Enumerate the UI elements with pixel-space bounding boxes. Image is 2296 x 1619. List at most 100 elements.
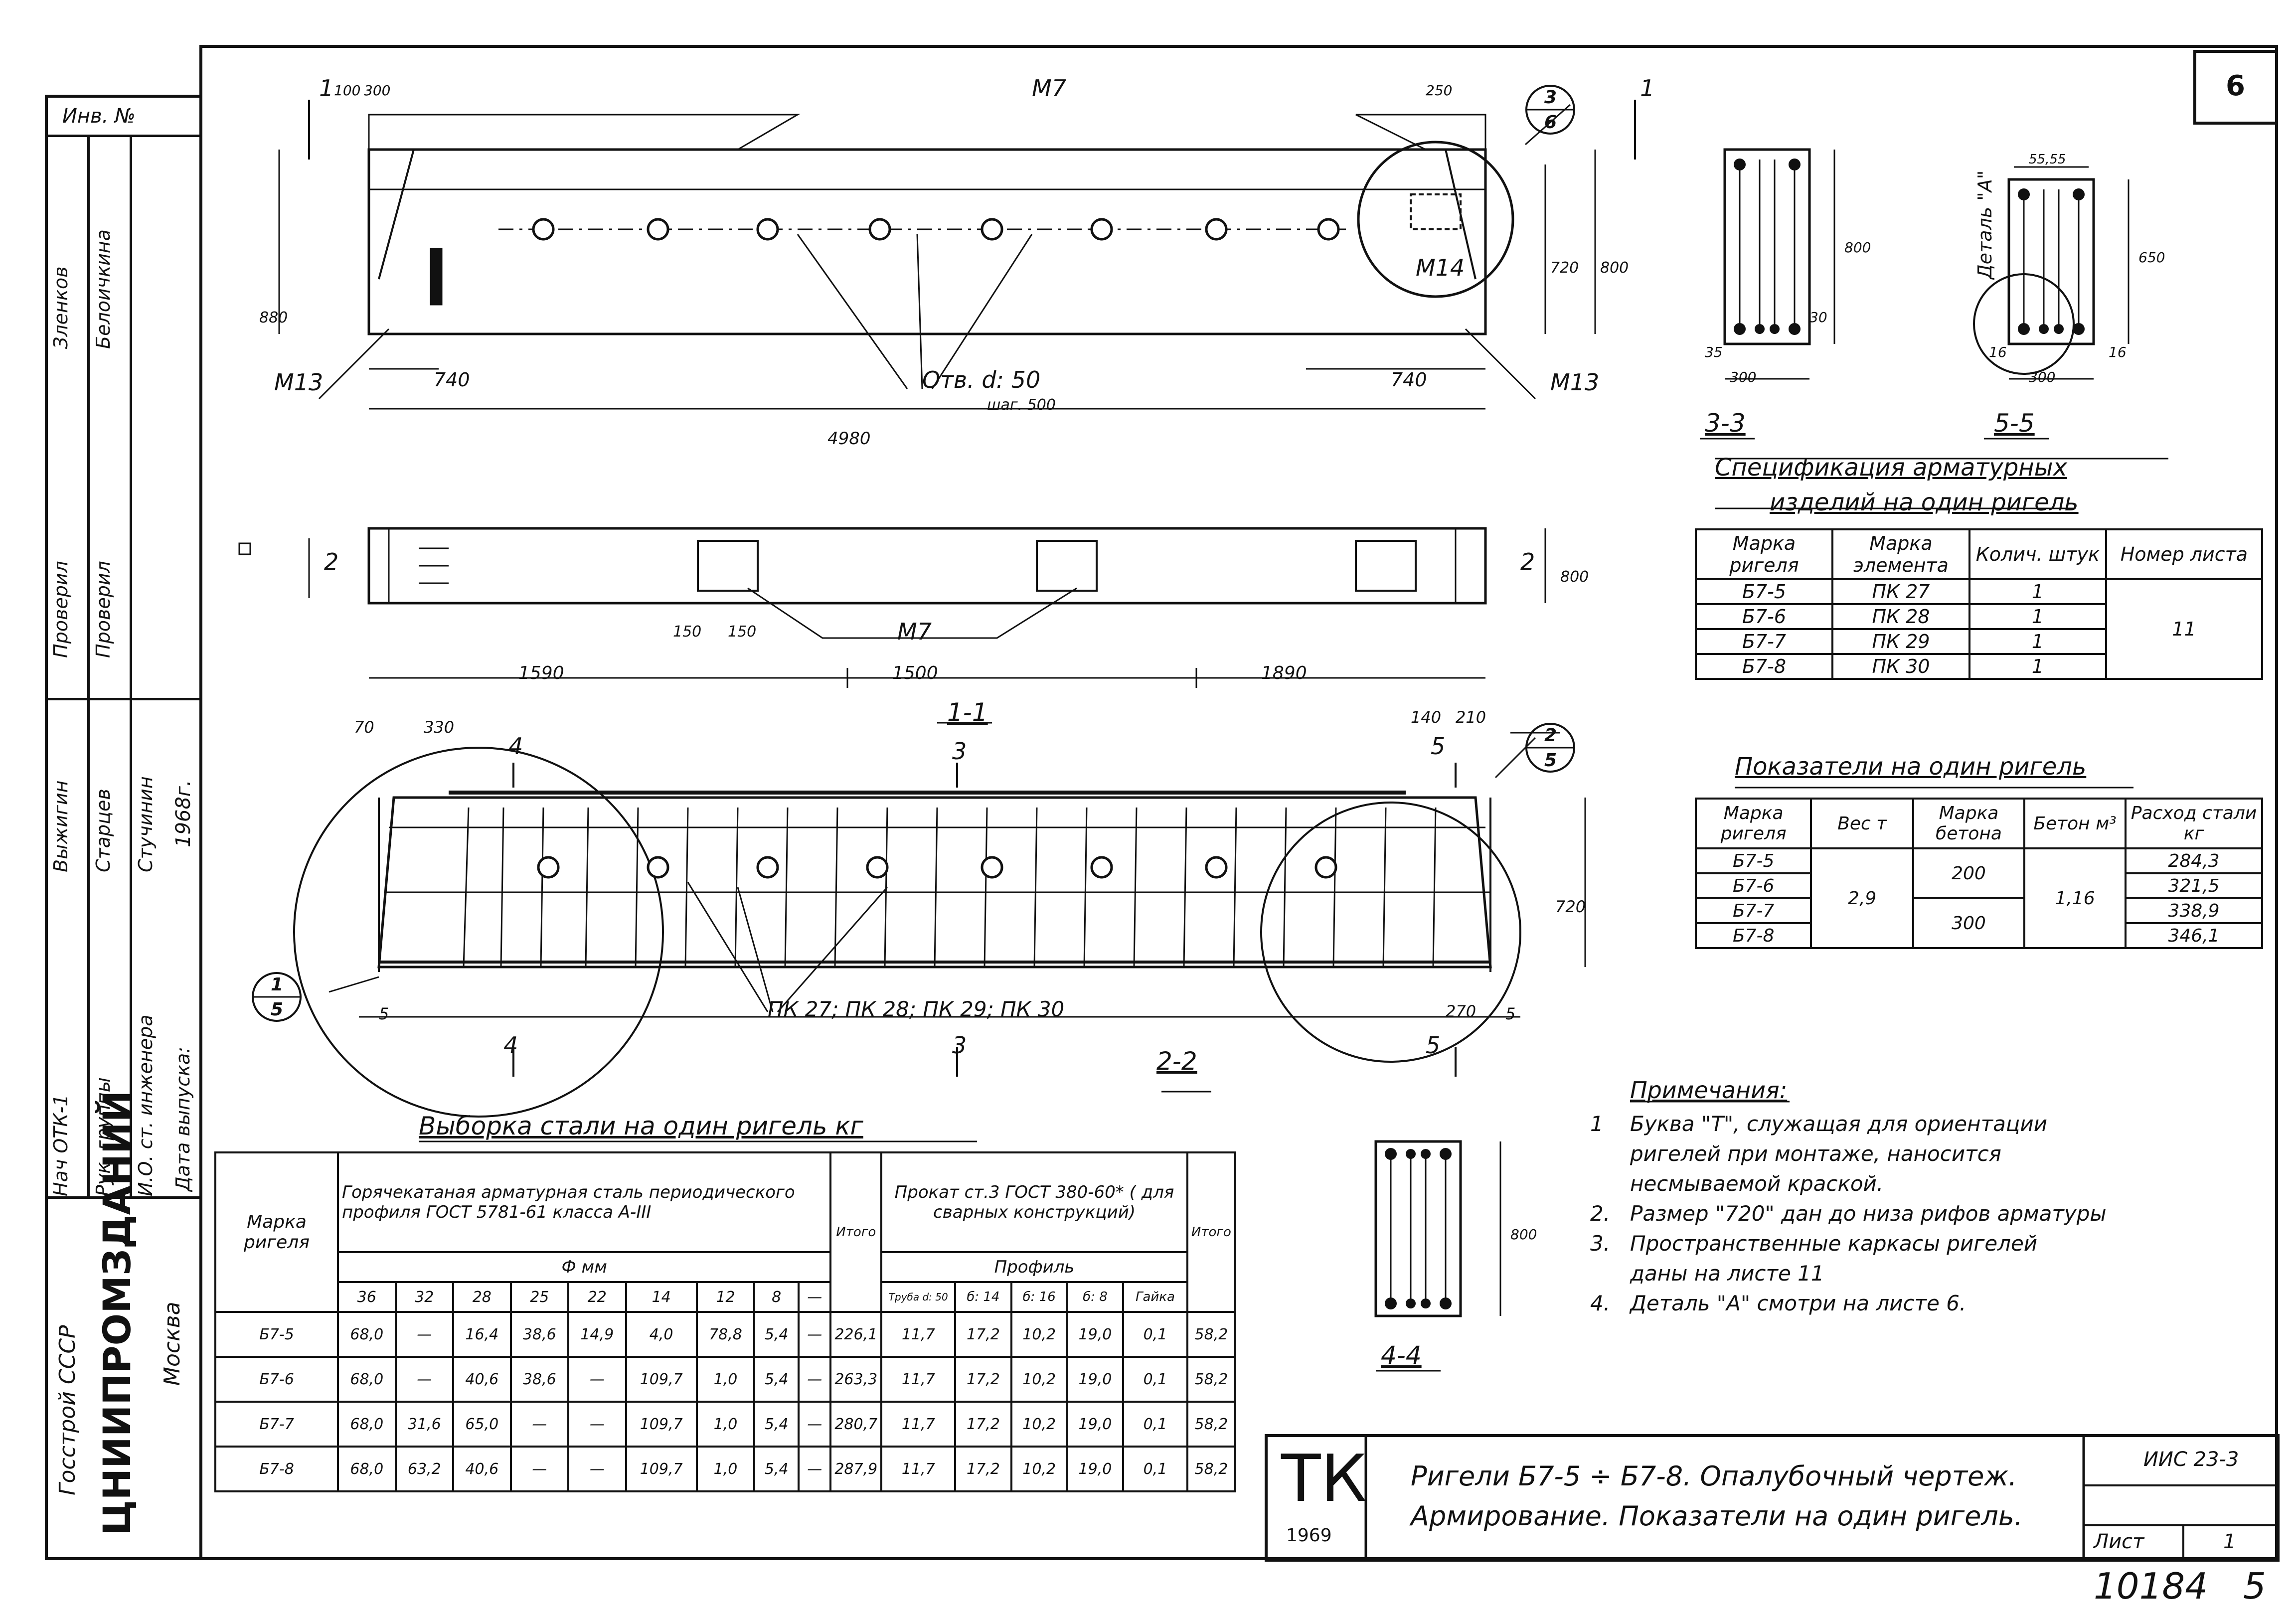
- ind-mark-2: Б7-7: [1694, 897, 1812, 924]
- spec-r1-elem: ПК 28: [1831, 603, 1970, 630]
- section-3-3-title: 3-3: [1705, 409, 1746, 438]
- steel-cell: 19,0: [1066, 1446, 1125, 1492]
- steel-cell: —: [509, 1401, 570, 1448]
- steel-cell: 68,0: [337, 1446, 397, 1492]
- rebar-dots: [1385, 159, 2085, 1309]
- dim-210: 210: [1456, 708, 1486, 727]
- steel-h-itogo-2: Итого: [1186, 1151, 1237, 1313]
- spec-r2-elem: ПК 29: [1831, 628, 1970, 655]
- dim-140: 140: [1411, 708, 1442, 727]
- section-5-5-title: 5-5: [1994, 409, 2035, 438]
- steel-cell: 16,4: [452, 1311, 512, 1358]
- ind-steel-0: 284,3: [2125, 847, 2263, 874]
- steel-d-7: 8: [753, 1281, 800, 1313]
- dim-150b: 150: [728, 623, 757, 641]
- dim-300: 300: [364, 82, 391, 99]
- steel-cell: 5,4: [753, 1311, 800, 1358]
- note-1-l2: ригелей при монтаже, наносится: [1630, 1141, 2001, 1166]
- sec1-top-left: 1: [319, 75, 334, 102]
- steel-cell: 40,6: [452, 1446, 512, 1492]
- callout-1-5-bot: 5: [271, 999, 284, 1020]
- steel-cell: 17,2: [954, 1311, 1012, 1358]
- note-3-num: 3.: [1590, 1231, 1611, 1256]
- section-2-2-title: 2-2: [1156, 1047, 1197, 1076]
- dim-16b: 16: [2109, 344, 2127, 360]
- dim-30: 30: [1809, 309, 1827, 325]
- sheet-number-box: [2193, 50, 2278, 125]
- dim-800-elev: 800: [1600, 259, 1629, 277]
- dim-800-s44: 800: [1510, 1226, 1537, 1243]
- steel-cell: 40,6: [452, 1356, 512, 1403]
- dim-800-plan: 800: [1560, 568, 1589, 586]
- spec-r3-elem: ПК 30: [1831, 653, 1970, 680]
- dim-300-s55: 300: [2029, 369, 2056, 385]
- steel-cell: —: [567, 1401, 627, 1448]
- callout-2-5-top: 2: [1544, 725, 1557, 746]
- steel-cell: 11,7: [880, 1311, 957, 1358]
- steel-psum: 58,2: [1186, 1311, 1237, 1358]
- steel-row: Б7-6 68,0 — 40,6 38,6 — 109,7 1,0 5,4 — …: [214, 1356, 1237, 1403]
- steel-cell: 10,2: [1010, 1356, 1068, 1403]
- steel-cell: 31,6: [394, 1401, 455, 1448]
- spec-h-elem: Марка элемента: [1831, 528, 1970, 580]
- sec3-top: 3: [952, 738, 967, 765]
- dim-35: 35: [1705, 344, 1723, 360]
- sec4-top: 4: [508, 733, 523, 760]
- steel-d-5: 14: [625, 1281, 698, 1313]
- spec-title-1: Спецификация арматурных: [1715, 454, 2067, 482]
- steel-cell: —: [567, 1356, 627, 1403]
- steel-row: Б7-7 68,0 31,6 65,0 — — 109,7 1,0 5,4 — …: [214, 1401, 1237, 1448]
- steel-cell: 1,0: [695, 1446, 756, 1492]
- steel-r1-mark: Б7-6: [214, 1356, 339, 1403]
- title-line-1: Ригели Б7-5 ÷ Б7-8. Опалубочный чертеж.: [1411, 1460, 2017, 1492]
- steel-cell: 1,0: [695, 1356, 756, 1403]
- callout-2-5-bot: 5: [1544, 750, 1557, 771]
- steel-sum: 287,9: [829, 1446, 883, 1492]
- spec-h-count: Колич. штук: [1968, 528, 2107, 580]
- dim-100: 100: [334, 82, 361, 99]
- steel-sum: 263,3: [829, 1356, 883, 1403]
- steel-cell: —: [798, 1356, 832, 1403]
- invent-label: Инв. №: [62, 105, 136, 128]
- steel-h-profile: Профиль: [880, 1251, 1188, 1283]
- dim-5555: 55,55: [2029, 152, 2066, 167]
- steel-d-8: —: [798, 1281, 832, 1313]
- dim-740-left: 740: [434, 369, 470, 391]
- spec-table: Марка ригеля Марка элемента Колич. штук …: [1694, 528, 2264, 680]
- steel-cell: 10,2: [1010, 1401, 1068, 1448]
- title-block: [1265, 1434, 2280, 1562]
- dim-330: 330: [424, 718, 455, 737]
- ind-h-weight: Вес т: [1810, 798, 1914, 849]
- stamp-divider-2: [45, 698, 202, 700]
- steel-d-4: 22: [567, 1281, 627, 1313]
- steel-p-2: б: 16: [1010, 1281, 1068, 1313]
- spec-sheet-no: 11: [2105, 578, 2264, 680]
- steel-r0-mark: Б7-5: [214, 1311, 339, 1358]
- stamp-divider-1: [45, 135, 202, 137]
- sec2-left: 2: [324, 548, 339, 575]
- sec5-bot: 5: [1426, 1032, 1441, 1059]
- steel-cell: 11,7: [880, 1401, 957, 1448]
- steel-cell: 109,7: [625, 1356, 698, 1403]
- steel-cell: 10,2: [1010, 1311, 1068, 1358]
- order-number: 10184: [2094, 1565, 2208, 1607]
- steel-cell: —: [394, 1311, 455, 1358]
- steel-cell: —: [394, 1356, 455, 1403]
- dim-800-s33: 800: [1844, 239, 1871, 256]
- callout-3-6-bot: 6: [1544, 112, 1557, 133]
- indicators-title: Показатели на один ригель: [1735, 753, 2087, 781]
- steel-h-hot: Горячекатаная арматурная сталь периодиче…: [336, 1151, 832, 1253]
- sec4-bot: 4: [503, 1032, 518, 1059]
- dim-5-right: 5: [1505, 1004, 1516, 1023]
- steel-cell: 5,4: [753, 1356, 800, 1403]
- steel-cell: —: [798, 1311, 832, 1358]
- ind-weight: 2,9: [1810, 847, 1914, 949]
- steel-cell: 1,0: [695, 1401, 756, 1448]
- steel-cell: 68,0: [337, 1356, 397, 1403]
- spec-r3-count: 1: [1968, 653, 2107, 680]
- steel-psum: 58,2: [1186, 1356, 1237, 1403]
- steel-row: Б7-5 68,0 — 16,4 38,6 14,9 4,0 78,8 5,4 …: [214, 1311, 1237, 1358]
- indicators-table: Марка ригеля Вес т Марка бетона Бетон м³…: [1694, 798, 2263, 949]
- dim-150a: 150: [673, 623, 702, 641]
- ind-steel-1: 321,5: [2125, 872, 2263, 899]
